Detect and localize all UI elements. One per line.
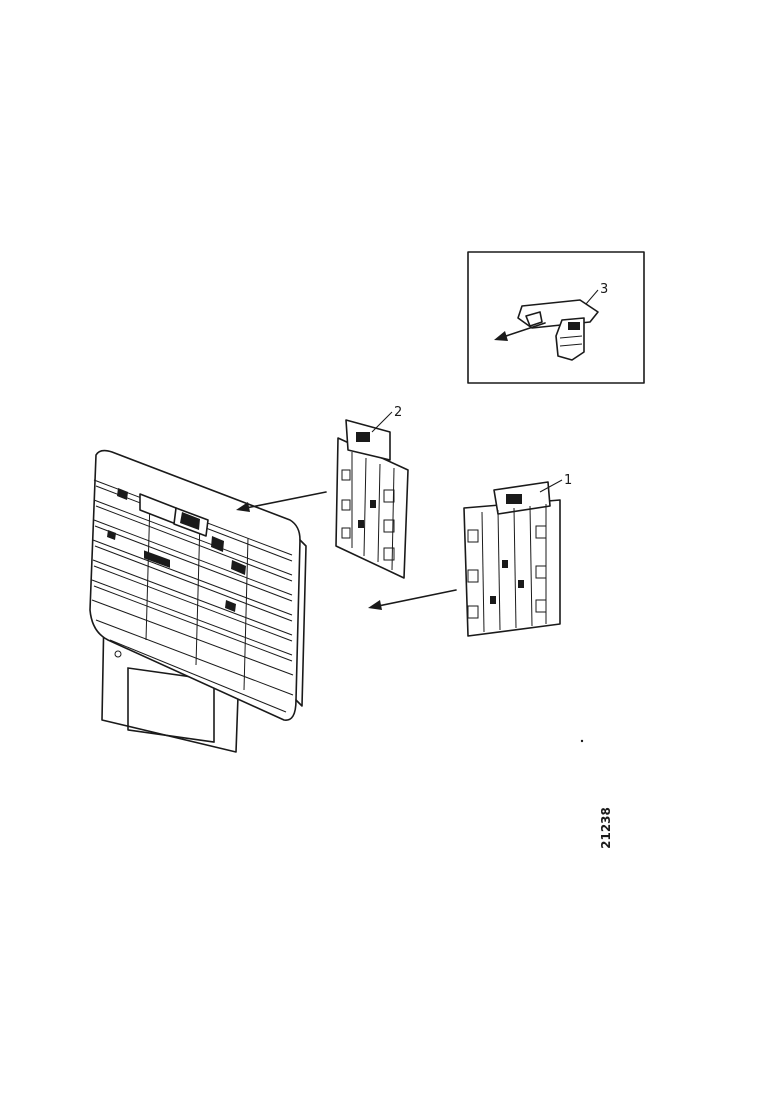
detail-inset: 3 — [467, 251, 645, 384]
callout-1: 1 — [564, 473, 572, 488]
callout-3: 3 — [600, 282, 608, 297]
inset-frame — [467, 251, 645, 384]
grille-emblem — [107, 488, 246, 612]
speck — [580, 739, 584, 743]
arrow-inset — [494, 322, 546, 341]
figure-reference-number: 21238 — [599, 807, 613, 849]
lower-panel-window — [127, 667, 215, 743]
arrow-part-2-to-grille — [236, 491, 327, 512]
arrow-part-1-to-grille — [368, 589, 457, 610]
bracket-part-2: 2 — [335, 405, 409, 579]
leader-1 — [539, 479, 563, 493]
grille-assembly — [89, 449, 307, 753]
clip-part-3 — [517, 299, 599, 361]
leader-2 — [371, 411, 393, 433]
leader-3 — [585, 289, 599, 305]
callout-2: 2 — [394, 405, 402, 420]
bracket-part-1: 1 — [463, 473, 572, 637]
